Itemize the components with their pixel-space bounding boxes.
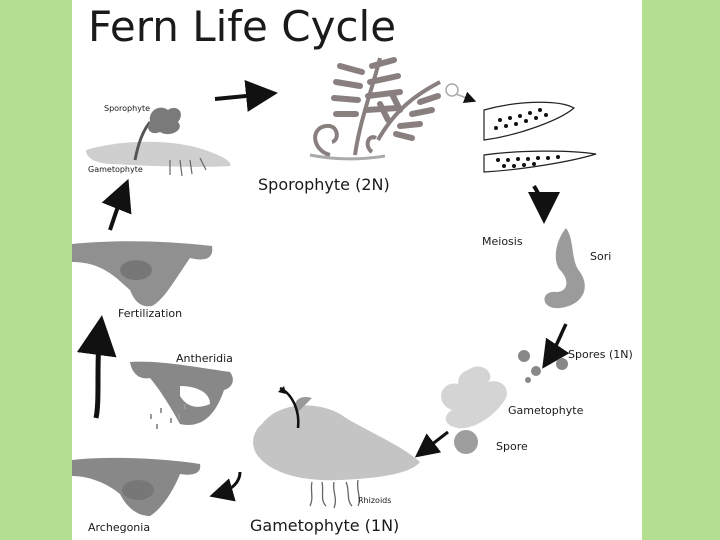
arrow-to-small-sporophyte — [101, 178, 132, 231]
label-gametophyte-mid: Gametophyte — [508, 404, 584, 417]
arrow-to-gametophyte — [414, 430, 449, 458]
label-archegonia: Archegonia — [88, 521, 151, 534]
small-sporophyte-illustration — [86, 107, 231, 177]
sori-illustration — [544, 228, 585, 309]
label-spore: Spore — [496, 440, 528, 453]
label-fertilization: Fertilization — [118, 307, 183, 320]
label-gametophyte-1n: Gametophyte (1N) — [250, 516, 400, 535]
arrow-to-meiosis — [527, 184, 560, 224]
young-gametophyte-illustration — [441, 366, 507, 429]
page-title: Fern Life Cycle — [88, 2, 397, 51]
arrow-to-sporophyte — [214, 80, 278, 112]
label-spores-1n: Spores (1N) — [568, 348, 633, 361]
label-sporophyte-small: Sporophyte — [104, 104, 150, 113]
arrow-to-fertilization — [76, 315, 117, 419]
arrow-to-archegonia — [209, 471, 242, 502]
fertilization-illustration — [72, 241, 213, 307]
label-meiosis: Meiosis — [482, 235, 523, 248]
label-antheridia: Antheridia — [176, 352, 233, 365]
arrow-to-spores — [542, 323, 570, 369]
pinnae-with-sori — [483, 101, 597, 173]
label-sori: Sori — [590, 250, 612, 263]
fern-sporophyte-illustration — [309, 57, 477, 161]
mature-gametophyte-illustration — [253, 386, 420, 509]
archegonia-illustration — [72, 457, 201, 516]
antheridia-illustration — [130, 361, 233, 429]
spore-illustration — [454, 430, 478, 454]
label-gametophyte-small: Gametophyte — [88, 165, 143, 174]
spores-illustration — [518, 350, 568, 383]
label-sporophyte-2n: Sporophyte (2N) — [258, 175, 390, 194]
label-rhizoids: Rhizoids — [358, 496, 392, 505]
